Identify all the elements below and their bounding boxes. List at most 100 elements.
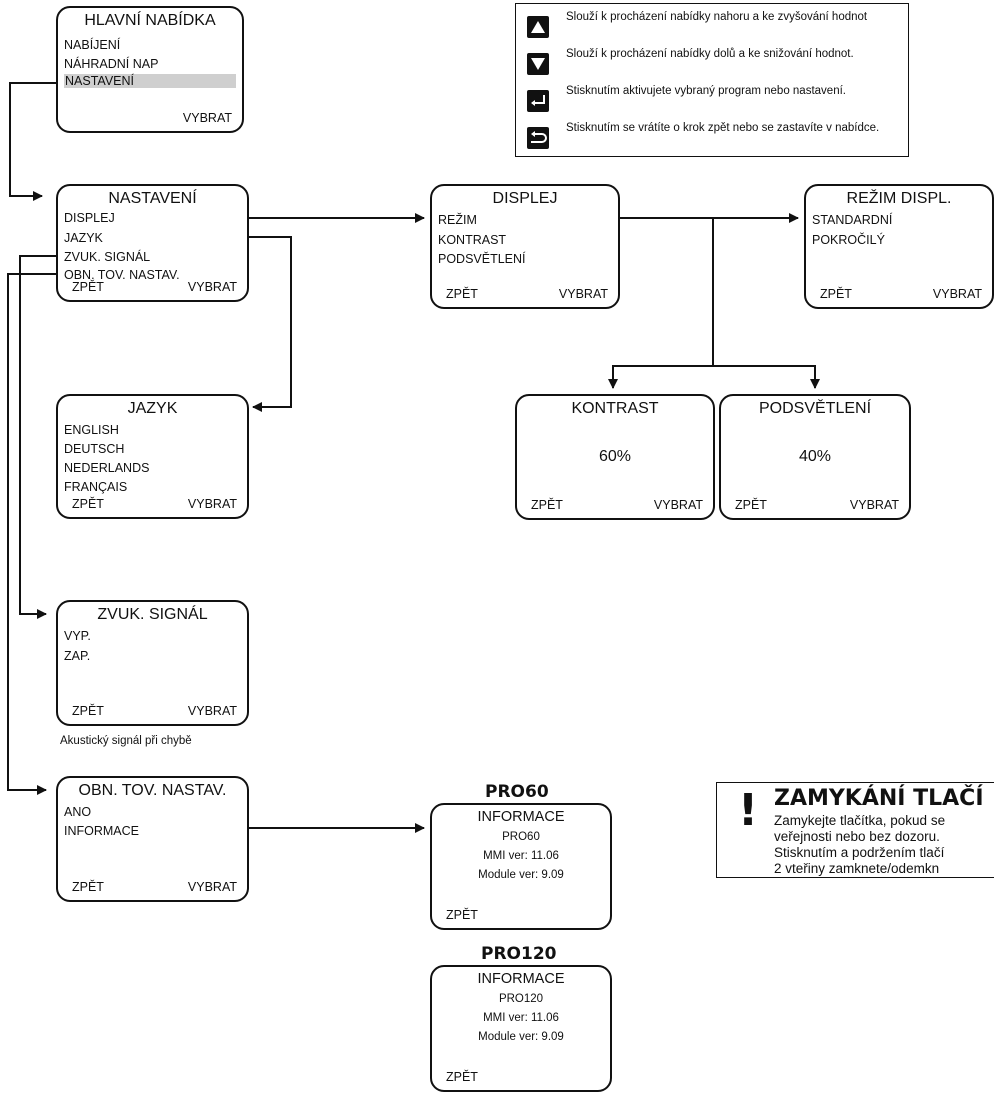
backlight-title: PODSVĚTLENÍ — [758, 400, 872, 417]
beep-item-off[interactable]: VYP. — [64, 629, 91, 643]
display-item-backlight[interactable]: PODSVĚTLENÍ — [438, 252, 526, 266]
arrow-main-to-settings — [9, 82, 56, 201]
key-lock-heading: ZAMYKÁNÍ TLAČÍ — [774, 786, 984, 811]
menu-item-backup[interactable]: NÁHRADNÍ NAP — [64, 57, 159, 71]
back-button[interactable]: ZPĚT — [735, 498, 767, 512]
info-mmi-version: MMI ver: 11.06 — [483, 1012, 559, 1024]
back-button[interactable]: ZPĚT — [820, 287, 852, 301]
contrast-screen: KONTRAST 60% ZPĚT VYBRAT — [515, 394, 715, 520]
menu-item-charging[interactable]: NABÍJENÍ — [64, 38, 121, 52]
info-title: INFORMACE — [477, 971, 565, 987]
back-button[interactable]: ZPĚT — [446, 908, 478, 922]
back-button[interactable]: ZPĚT — [72, 280, 104, 294]
beep-caption: Akustický signál při chybě — [60, 735, 192, 747]
mode-item-standard[interactable]: STANDARDNÍ — [812, 213, 893, 227]
settings-title: NASTAVENÍ — [108, 190, 197, 207]
info-pro60-screen: INFORMACE PRO60 MMI ver: 11.06 Module ve… — [430, 803, 612, 930]
backlight-value: 40% — [798, 448, 832, 465]
key-lock-note: ! ZAMYKÁNÍ TLAČÍ Zamykejte tlačítka, pok… — [716, 782, 994, 878]
model-label-pro120: PRO120 — [481, 944, 557, 964]
arrow-display-to-contrast — [608, 218, 714, 389]
legend-row-enter: Stisknutím aktivujete vybraný program ne… — [516, 84, 908, 120]
info-title: INFORMACE — [477, 809, 565, 825]
settings-item-reset[interactable]: OBN. TOV. NASTAV. — [64, 268, 180, 282]
key-lock-text: Zamykejte tlačítka, pokud se veřejnosti … — [774, 813, 945, 877]
mode-item-advanced[interactable]: POKROČILÝ — [812, 233, 885, 247]
beep-title: ZVUK. SIGNÁL — [97, 606, 208, 623]
select-button[interactable]: VYBRAT — [182, 111, 232, 125]
beep-screen: ZVUK. SIGNÁL VYP. ZAP. ZPĚT VYBRAT — [56, 600, 249, 726]
main-menu-title: HLAVNÍ NABÍDKA — [84, 12, 216, 29]
back-button[interactable]: ZPĚT — [72, 704, 104, 718]
select-button[interactable]: VYBRAT — [187, 497, 237, 511]
legend-text-enter: Stisknutím aktivujete vybraný program ne… — [566, 85, 846, 97]
contrast-value: 60% — [598, 448, 632, 465]
exclamation-icon: ! — [738, 785, 759, 836]
language-screen: JAZYK ENGLISH DEUTSCH NEDERLANDS FRANÇAI… — [56, 394, 249, 519]
back-button[interactable]: ZPĚT — [446, 287, 478, 301]
select-button[interactable]: VYBRAT — [187, 704, 237, 718]
key-lock-line: veřejnosti nebo bez dozoru. — [774, 829, 940, 844]
reset-item-yes[interactable]: ANO — [64, 805, 92, 819]
info-model: PRO60 — [502, 831, 540, 843]
language-item-deutsch[interactable]: DEUTSCH — [64, 442, 125, 456]
key-lock-line: Stisknutím a podržením tlačí — [774, 845, 945, 860]
display-item-contrast[interactable]: KONTRAST — [438, 233, 507, 247]
legend-row-return: Stisknutím se vrátíte o krok zpět nebo s… — [516, 121, 908, 157]
select-button[interactable]: VYBRAT — [558, 287, 608, 301]
backlight-screen: PODSVĚTLENÍ 40% ZPĚT VYBRAT — [719, 394, 911, 520]
legend-text-return: Stisknutím se vrátíte o krok zpět nebo s… — [566, 122, 880, 134]
back-button[interactable]: ZPĚT — [72, 880, 104, 894]
select-button[interactable]: VYBRAT — [653, 498, 703, 512]
language-item-english[interactable]: ENGLISH — [64, 423, 119, 437]
select-button[interactable]: VYBRAT — [187, 880, 237, 894]
info-module-version: Module ver: 9.09 — [478, 1031, 564, 1043]
select-button[interactable]: VYBRAT — [849, 498, 899, 512]
up-arrow-icon — [527, 16, 549, 38]
beep-item-on[interactable]: ZAP. — [64, 649, 91, 663]
settings-screen: NASTAVENÍ DISPLEJ JAZYK ZVUK. SIGNÁL OBN… — [56, 184, 249, 302]
info-model: PRO120 — [498, 993, 544, 1005]
key-lock-line: 2 vteřiny zamknete/odemkn — [774, 861, 940, 876]
down-arrow-icon — [527, 53, 549, 75]
display-item-mode[interactable]: REŽIM — [438, 213, 477, 227]
language-item-nederlands[interactable]: NEDERLANDS — [64, 461, 150, 475]
return-icon — [527, 127, 549, 149]
reset-title: OBN. TOV. NASTAV. — [78, 782, 227, 799]
enter-icon — [527, 90, 549, 112]
display-mode-title: REŽIM DISPL. — [846, 190, 952, 207]
select-button[interactable]: VYBRAT — [932, 287, 982, 301]
legend-row-up: Slouží k procházení nabídky nahoru a ke … — [516, 10, 908, 46]
legend-row-down: Slouží k procházení nabídky dolů a ke sn… — [516, 47, 908, 83]
info-mmi-version: MMI ver: 11.06 — [483, 850, 559, 862]
back-button[interactable]: ZPĚT — [531, 498, 563, 512]
settings-item-language[interactable]: JAZYK — [64, 231, 103, 245]
info-module-version: Module ver: 9.09 — [478, 869, 564, 881]
arrow-settings-to-beep — [19, 255, 56, 619]
settings-item-beep[interactable]: ZVUK. SIGNÁL — [64, 250, 151, 264]
back-button[interactable]: ZPĚT — [446, 1070, 478, 1084]
main-menu-screen: HLAVNÍ NABÍDKA NABÍJENÍ NÁHRADNÍ NAP NAS… — [56, 6, 244, 133]
legend-text-up: Slouží k procházení nabídky nahoru a ke … — [566, 11, 868, 23]
language-item-francais[interactable]: FRANÇAIS — [64, 480, 128, 494]
legend-text-down: Slouží k procházení nabídky dolů a ke sn… — [566, 48, 854, 60]
display-title: DISPLEJ — [492, 190, 558, 207]
button-legend: Slouží k procházení nabídky nahoru a ke … — [515, 3, 909, 157]
arrow-settings-to-language — [249, 236, 292, 412]
info-pro120-screen: INFORMACE PRO120 MMI ver: 11.06 Module v… — [430, 965, 612, 1092]
select-button[interactable]: VYBRAT — [187, 280, 237, 294]
model-label-pro60: PRO60 — [485, 782, 549, 802]
reset-item-info[interactable]: INFORMACE — [64, 824, 139, 838]
settings-item-display[interactable]: DISPLEJ — [64, 211, 115, 225]
arrow-display-to-backlight — [713, 365, 820, 389]
display-screen: DISPLEJ REŽIM KONTRAST PODSVĚTLENÍ ZPĚT … — [430, 184, 620, 309]
reset-screen: OBN. TOV. NASTAV. ANO INFORMACE ZPĚT VYB… — [56, 776, 249, 902]
key-lock-line: Zamykejte tlačítka, pokud se — [774, 813, 946, 828]
contrast-title: KONTRAST — [571, 400, 659, 417]
display-mode-screen: REŽIM DISPL. STANDARDNÍ POKROČILÝ ZPĚT V… — [804, 184, 994, 309]
menu-item-settings[interactable]: NASTAVENÍ — [64, 74, 236, 88]
arrow-settings-to-reset — [7, 273, 56, 795]
language-title: JAZYK — [127, 400, 178, 417]
back-button[interactable]: ZPĚT — [72, 497, 104, 511]
